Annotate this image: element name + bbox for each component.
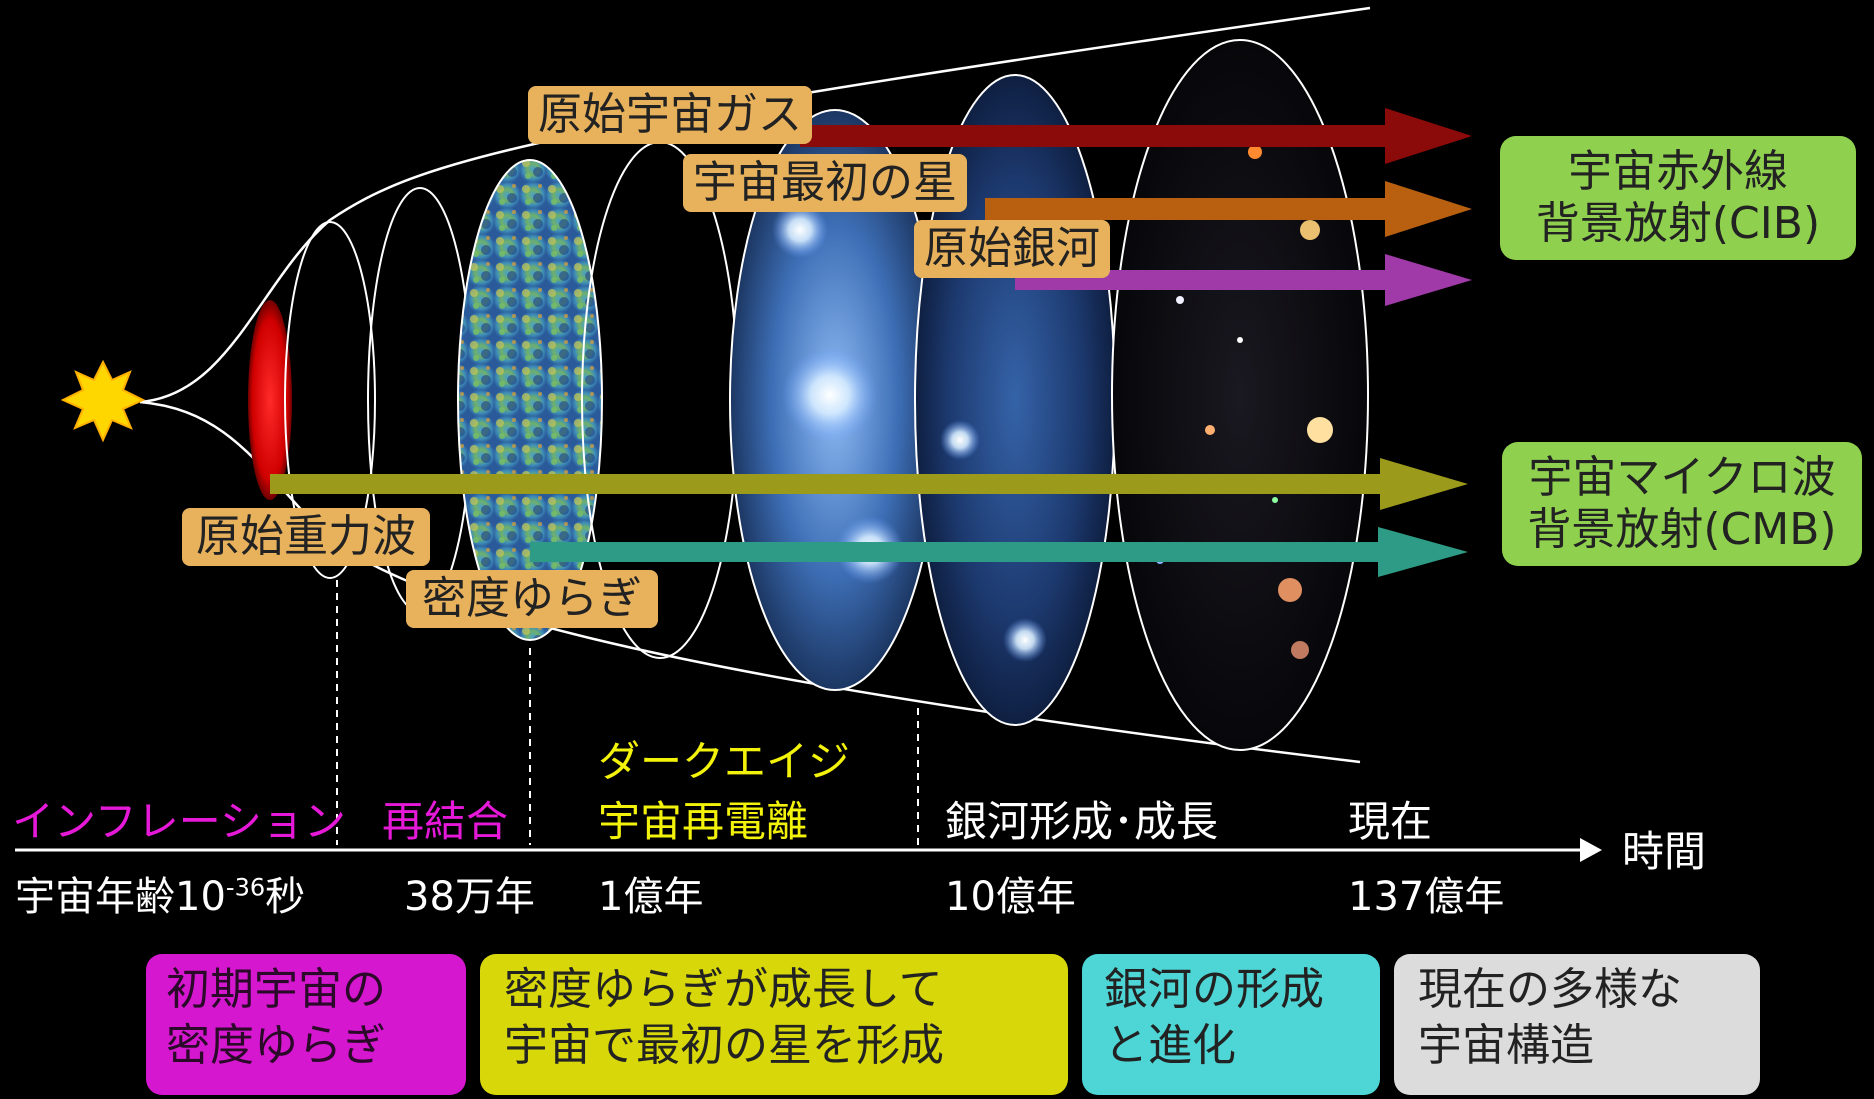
axis-label-time: 時間 — [1622, 827, 1707, 876]
epoch-present: 現在 — [1348, 797, 1433, 846]
summary-first-stars: 密度ゆらぎが成長して 宇宙で最初の星を形成 — [480, 954, 1068, 1095]
arrow-primordial-gw — [270, 458, 1468, 510]
epoch-reionization: 宇宙再電離 — [598, 797, 809, 846]
label-primordial-gw: 原始重力波 — [182, 508, 430, 566]
cmb-box: 宇宙マイクロ波 背景放射(CMB) — [1502, 442, 1862, 566]
cib-box: 宇宙赤外線 背景放射(CIB) — [1500, 136, 1856, 260]
cone-lower-edge — [139, 400, 1361, 764]
label-primordial-galaxies: 原始銀河 — [914, 220, 1110, 278]
time-100m: 1億年 — [598, 874, 704, 920]
label-primordial-gas: 原始宇宙ガス — [528, 86, 812, 144]
arrow-first-stars — [985, 181, 1472, 237]
epoch-inflation: インフレーション — [12, 797, 346, 846]
arrow-primordial-gas — [800, 108, 1472, 164]
epoch-dark-age: ダークエイジ — [598, 737, 851, 786]
time-13-7g: 137億年 — [1348, 874, 1505, 920]
summary-galaxy-evolution: 銀河の形成 と進化 — [1082, 954, 1380, 1095]
label-density-fluct: 密度ゆらぎ — [406, 570, 658, 628]
summary-early-fluct: 初期宇宙の 密度ゆらぎ — [146, 954, 466, 1095]
time-380k: 38万年 — [404, 874, 535, 920]
label-first-stars: 宇宙最初の星 — [683, 154, 967, 212]
arrow-primordial-galaxies — [1015, 254, 1472, 306]
star-glow — [772, 202, 828, 258]
summary-present-structure: 現在の多様な 宇宙構造 — [1394, 954, 1760, 1095]
star-glow — [940, 420, 980, 460]
cone-upper-edge — [139, 6, 1371, 404]
ellipse-outline — [284, 221, 376, 579]
time-age-start: 宇宙年齢10-36秒 — [15, 873, 306, 920]
star-glow — [1003, 618, 1047, 662]
big-bang-star-icon — [60, 359, 146, 443]
arrow-density-fluct — [530, 527, 1468, 577]
epoch-galaxy-formation: 銀河形成･成長 — [945, 797, 1219, 846]
star-glow — [782, 347, 878, 443]
epoch-recombination: 再結合 — [382, 797, 509, 846]
time-axis-arrowhead — [1580, 838, 1602, 862]
inflation-ellipse — [248, 300, 292, 500]
cmb-map-ellipse — [457, 159, 603, 641]
time-1g: 10億年 — [945, 874, 1076, 920]
